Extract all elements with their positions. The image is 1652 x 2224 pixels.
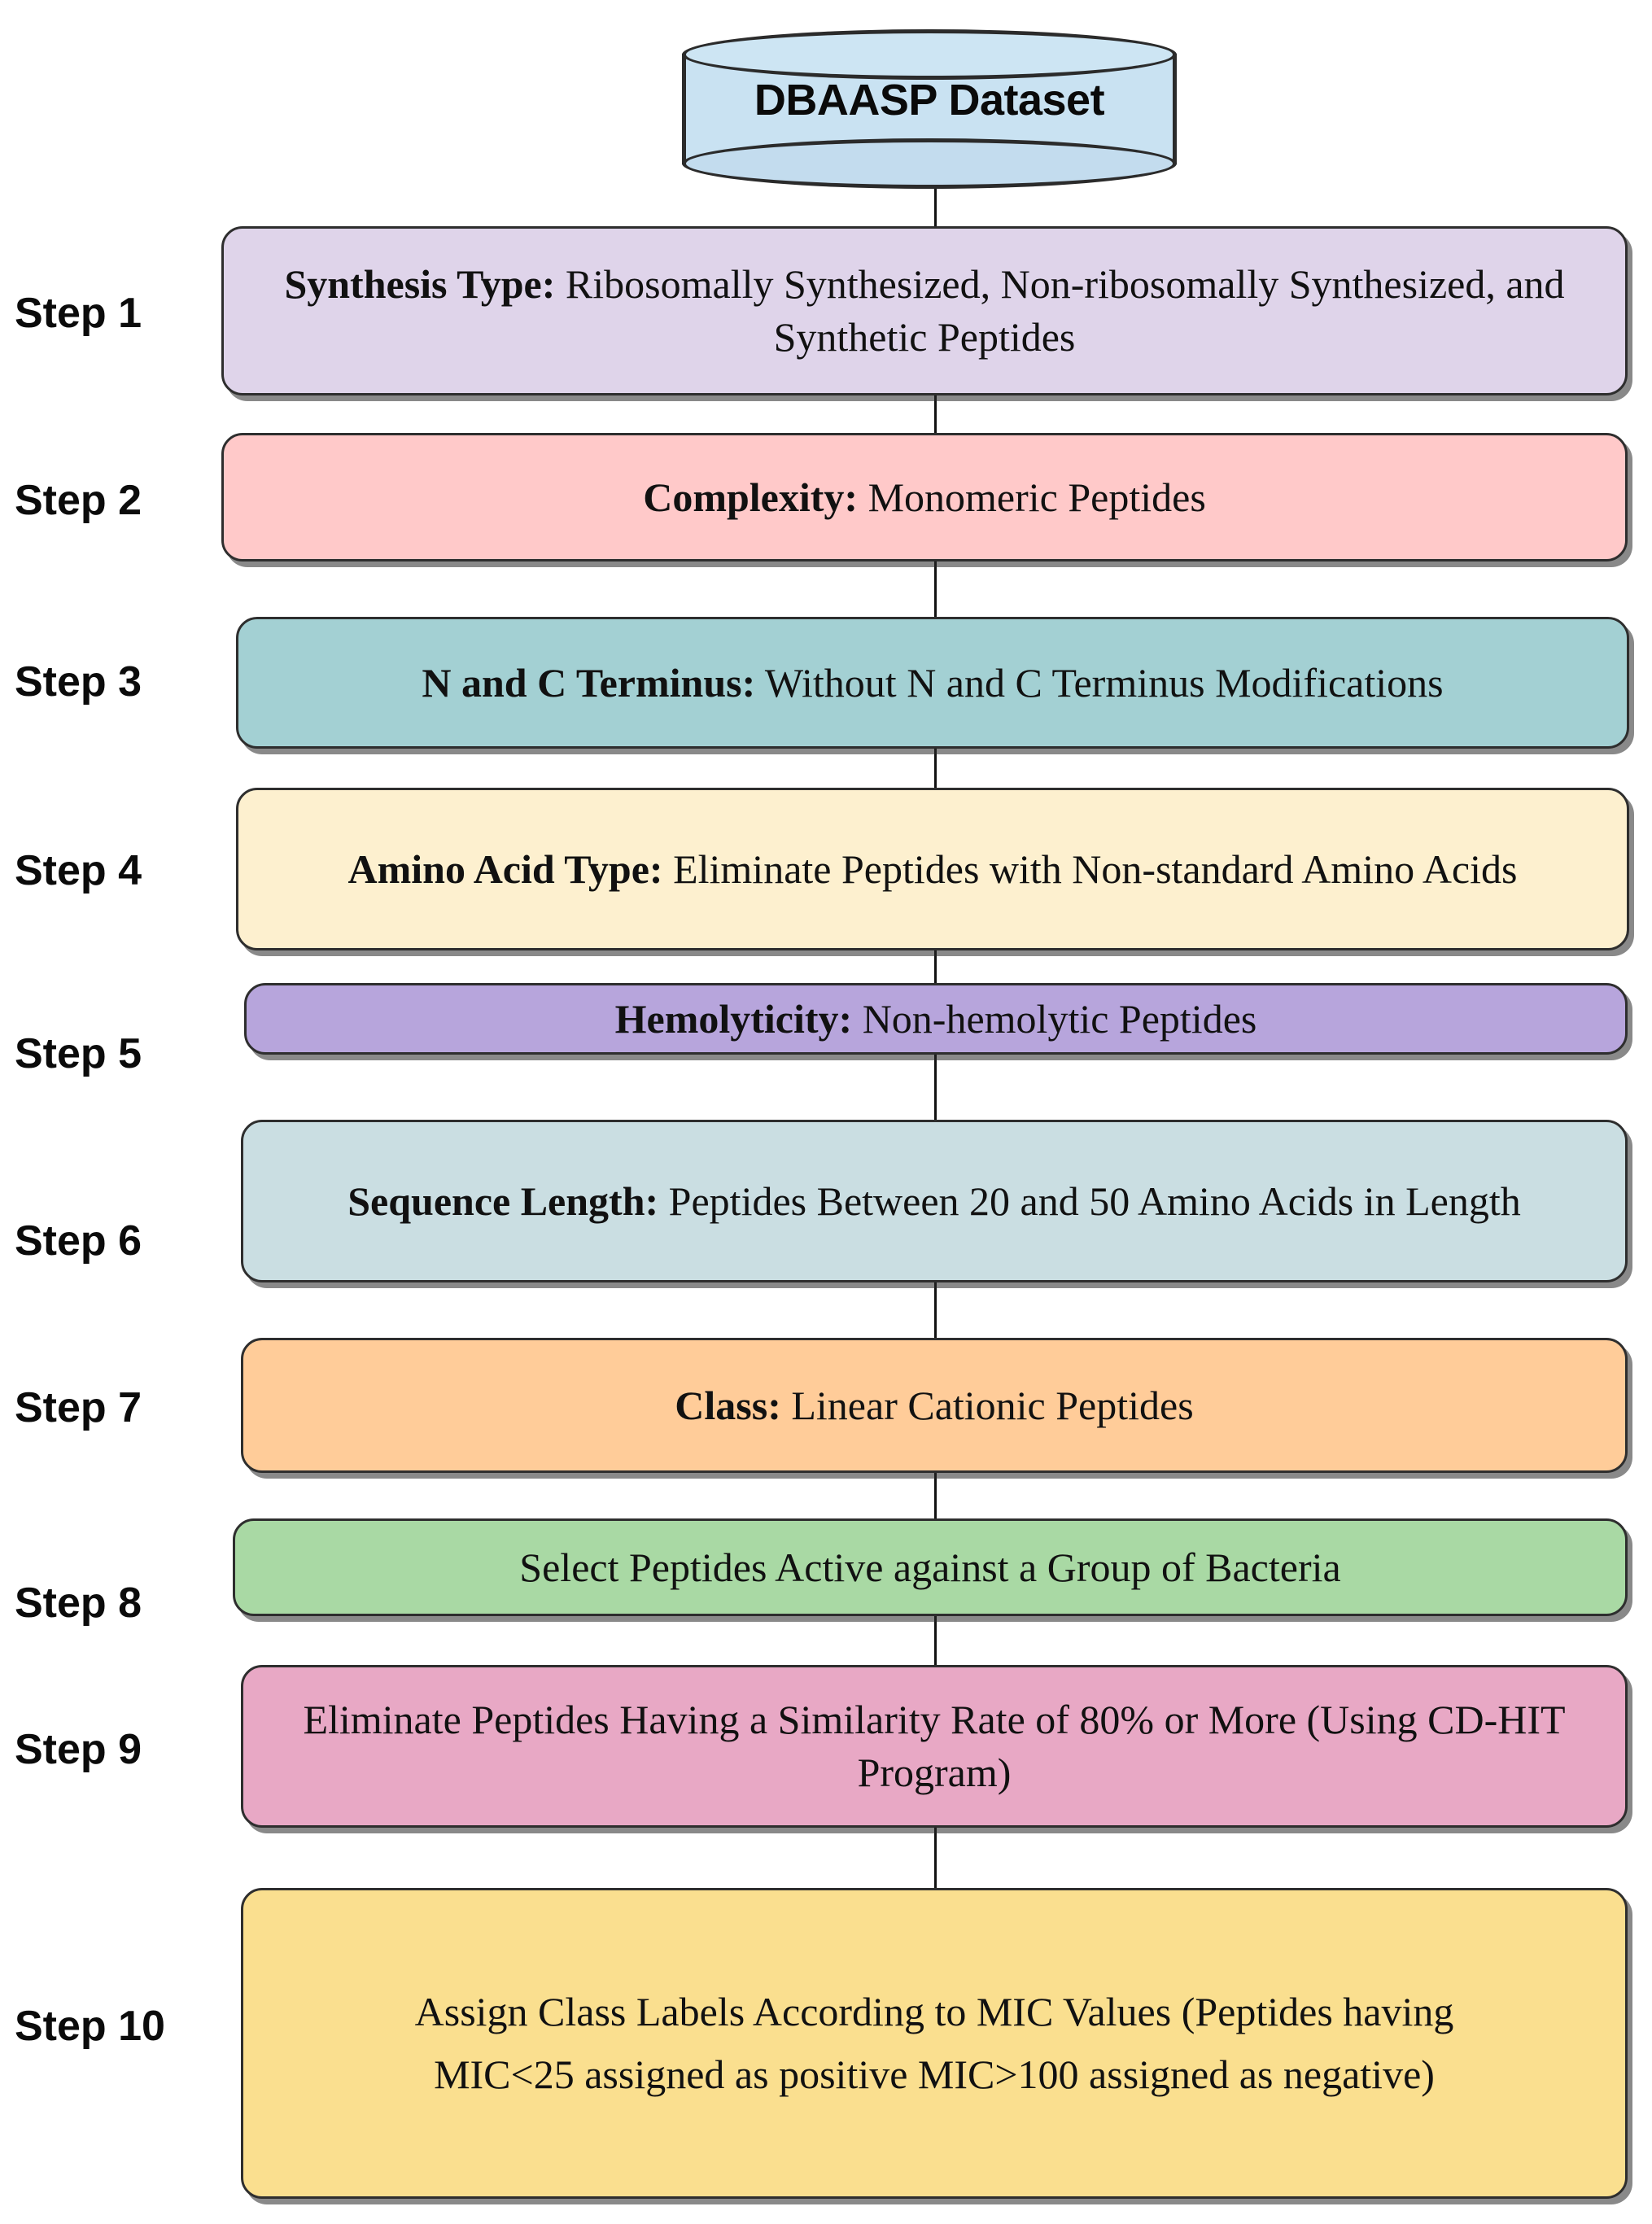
step-label-6: Step 6	[15, 1217, 142, 1265]
step-rest-10: Assign Class Labels According to MIC Val…	[414, 1988, 1454, 2098]
step-label-4: Step 4	[15, 847, 142, 894]
step-box-6: Sequence Length: Peptides Between 20 and…	[241, 1120, 1628, 1282]
step-box-5: Hemolyticity: Non-hemolytic Peptides	[244, 983, 1628, 1055]
step-bold-prefix-3: N and C Terminus:	[422, 659, 756, 706]
connector-step1-to-step2	[934, 382, 937, 439]
connector-step5-to-step6	[934, 1054, 937, 1123]
step-text-1: Synthesis Type: Ribosomally Synthesized,…	[248, 258, 1601, 364]
step-label-3: Step 3	[15, 658, 142, 706]
step-box-4: Amino Acid Type: Eliminate Peptides with…	[236, 788, 1629, 950]
step-box-7: Class: Linear Cationic Peptides	[241, 1338, 1628, 1473]
step-text-4: Amino Acid Type: Eliminate Peptides with…	[263, 843, 1602, 896]
step-label-2: Step 2	[15, 477, 142, 524]
step-text-10: Assign Class Labels According to MIC Val…	[390, 1981, 1479, 2107]
step-box-2: Complexity: Monomeric Peptides	[221, 433, 1628, 561]
step-text-3: N and C Terminus: Without N and C Termin…	[263, 657, 1602, 710]
step-rest-3: Without N and C Terminus Modifications	[755, 659, 1444, 706]
step-rest-5: Non-hemolytic Peptides	[852, 995, 1257, 1042]
step-box-9: Eliminate Peptides Having a Similarity R…	[241, 1665, 1628, 1828]
step-text-6: Sequence Length: Peptides Between 20 and…	[268, 1175, 1601, 1228]
cylinder-bottom-ellipse	[682, 138, 1177, 189]
connector-step9-to-step10	[934, 1827, 937, 1892]
step-bold-prefix-4: Amino Acid Type:	[347, 845, 663, 892]
step-text-7: Class: Linear Cationic Peptides	[268, 1379, 1601, 1432]
step-bold-prefix-2: Complexity:	[643, 474, 859, 520]
dbaasp-dataset-cylinder: DBAASP Dataset	[682, 29, 1177, 189]
step-text-9: Eliminate Peptides Having a Similarity R…	[268, 1693, 1601, 1799]
connector-step8-to-step9	[934, 1615, 937, 1672]
dbaasp-dataset-label: DBAASP Dataset	[754, 76, 1105, 125]
step-box-8: Select Peptides Active against a Group o…	[233, 1518, 1628, 1616]
step-bold-prefix-1: Synthesis Type:	[284, 261, 556, 307]
step-bold-prefix-6: Sequence Length:	[347, 1178, 659, 1224]
step-label-7: Step 7	[15, 1384, 142, 1431]
step-rest-8: Select Peptides Active against a Group o…	[519, 1544, 1341, 1590]
step-text-8: Select Peptides Active against a Group o…	[260, 1541, 1601, 1594]
step-box-3: N and C Terminus: Without N and C Termin…	[236, 617, 1629, 749]
connector-step3-to-step4	[934, 749, 937, 797]
step-bold-prefix-7: Class:	[675, 1382, 781, 1428]
step-rest-6: Peptides Between 20 and 50 Amino Acids i…	[658, 1178, 1521, 1224]
connector-db-to-step1	[934, 175, 937, 232]
connector-step7-to-step8	[934, 1471, 937, 1520]
step-rest-9: Eliminate Peptides Having a Similarity R…	[303, 1697, 1566, 1795]
step-label-9: Step 9	[15, 1726, 142, 1773]
step-label-1: Step 1	[15, 290, 142, 337]
step-rest-7: Linear Cationic Peptides	[780, 1382, 1194, 1428]
step-text-2: Complexity: Monomeric Peptides	[248, 471, 1601, 524]
step-rest-4: Eliminate Peptides with Non-standard Ami…	[662, 845, 1518, 892]
step-bold-prefix-5: Hemolyticity:	[614, 995, 853, 1042]
step-box-10: Assign Class Labels According to MIC Val…	[241, 1888, 1628, 2199]
cylinder-top-ellipse	[682, 29, 1177, 80]
step-text-5: Hemolyticity: Non-hemolytic Peptides	[271, 993, 1601, 1046]
step-label-10: Step 10	[15, 2003, 165, 2050]
step-label-5: Step 5	[15, 1030, 142, 1077]
connector-step6-to-step7	[934, 1282, 937, 1347]
connector-step2-to-step3	[934, 561, 937, 627]
step-box-1: Synthesis Type: Ribosomally Synthesized,…	[221, 226, 1628, 395]
step-rest-1: Ribosomally Synthesized, Non-ribosomally…	[555, 261, 1565, 360]
step-label-8: Step 8	[15, 1580, 142, 1627]
connector-step4-to-step5	[934, 948, 937, 993]
step-rest-2: Monomeric Peptides	[858, 474, 1206, 520]
